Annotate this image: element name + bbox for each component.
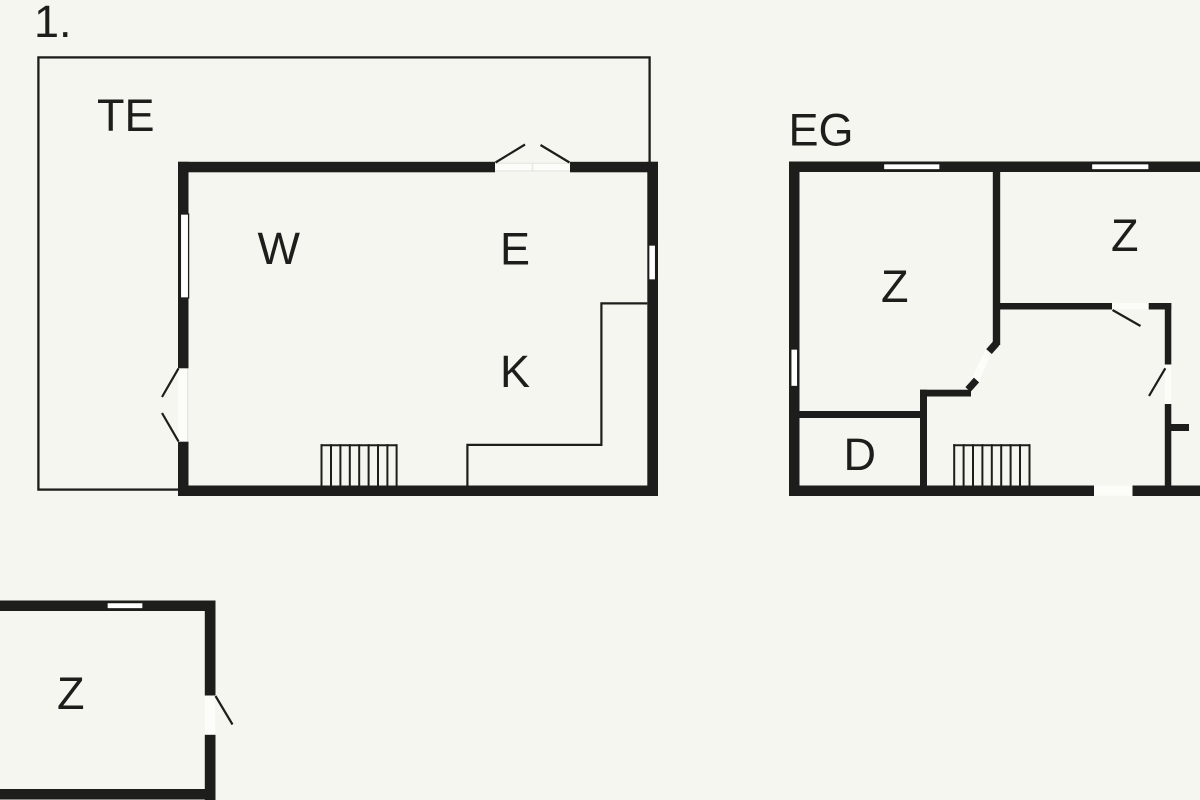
svg-text:W: W [258,223,301,274]
svg-text:E: E [500,224,530,275]
svg-text:K: K [500,346,530,397]
svg-text:Z: Z [57,668,85,719]
svg-text:1.: 1. [34,0,72,47]
svg-text:EG: EG [789,105,854,156]
svg-text:Z: Z [881,261,909,312]
svg-text:TE: TE [97,90,155,141]
svg-text:D: D [844,429,877,480]
svg-text:Z: Z [1111,210,1139,261]
